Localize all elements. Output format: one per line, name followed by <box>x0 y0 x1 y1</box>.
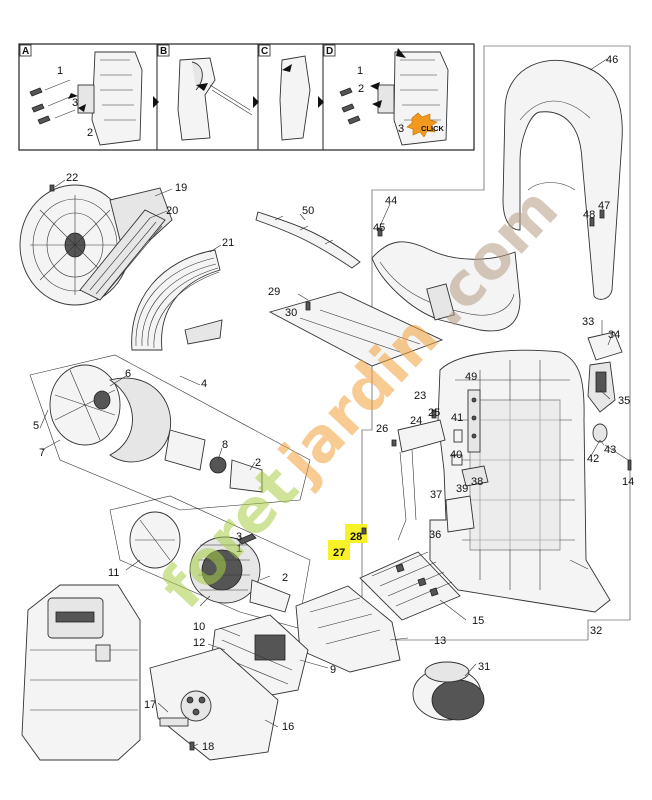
step-d-callout-3: 3 <box>398 123 404 135</box>
label-23: 23 <box>414 390 426 402</box>
step-d-callout-2: 2 <box>358 83 364 95</box>
step-arrow-icon <box>253 96 259 108</box>
label-36: 36 <box>429 529 441 541</box>
step-panel-c: C <box>258 44 324 141</box>
step-letter-d: D <box>326 46 333 57</box>
part-21-intake-grill <box>131 249 223 351</box>
part-23-24-switch <box>391 409 446 541</box>
label-50: 50 <box>302 205 314 217</box>
label-35: 35 <box>618 395 630 407</box>
part-46-backrest <box>502 59 623 300</box>
part-4-impeller-group <box>29 354 311 511</box>
part-20-louver <box>79 209 166 301</box>
label-19: 19 <box>175 182 187 194</box>
label-24: 24 <box>410 415 422 427</box>
label-1: 1 <box>236 543 242 555</box>
label-46: 46 <box>606 54 618 66</box>
highlight-box-28 <box>345 524 367 543</box>
label-27: 27 <box>333 547 345 559</box>
part-number-labels: 1 2 2 3 4 5 6 7 8 9 10 11 12 13 14 15 16… <box>33 54 634 753</box>
label-22: 22 <box>66 172 78 184</box>
label-29: 29 <box>268 286 280 298</box>
label-11: 11 <box>108 567 119 579</box>
step-letter-a: A <box>22 46 29 57</box>
leader-lines <box>39 58 629 747</box>
label-26: 26 <box>376 423 388 435</box>
step-a-callout-3: 3 <box>72 97 78 109</box>
step-arrow-icon <box>318 96 324 108</box>
label-43: 43 <box>604 444 616 456</box>
part-49-41-40-set <box>451 389 481 466</box>
label-49: 49 <box>465 371 477 383</box>
label-45: 45 <box>373 222 385 234</box>
label-17: 17 <box>144 699 156 711</box>
label-4: 4 <box>201 378 207 390</box>
label-12: 12 <box>193 637 205 649</box>
label-6: 6 <box>125 368 131 380</box>
label-10: 10 <box>193 621 205 633</box>
label-38: 38 <box>471 476 483 488</box>
frame-assembly-outline <box>361 45 631 641</box>
highlight-27-28 <box>328 524 367 560</box>
label-5: 5 <box>33 420 39 432</box>
step-d-callout-1: 1 <box>357 65 363 77</box>
part-29-plate <box>268 291 444 367</box>
label-42: 42 <box>587 453 599 465</box>
step-a-callout-1: 1 <box>57 65 63 77</box>
label-30: 30 <box>285 307 297 319</box>
part-15-control-board <box>359 551 461 621</box>
step-panel-a: A 1 3 2 <box>19 44 159 146</box>
label-32: 32 <box>590 625 602 637</box>
label-31: 31 <box>478 661 490 673</box>
label-48: 48 <box>583 209 595 221</box>
step-a-callout-2: 2 <box>87 127 93 139</box>
label-15: 15 <box>472 615 484 627</box>
part-45-screw <box>377 227 383 237</box>
step-arrow-icon <box>153 96 159 108</box>
label-37: 37 <box>430 489 442 501</box>
label-2-upper: 2 <box>255 457 261 469</box>
label-20: 20 <box>166 205 178 217</box>
label-33: 33 <box>582 316 594 328</box>
label-47: 47 <box>598 200 610 212</box>
part-32-frame <box>429 349 611 613</box>
label-9: 9 <box>330 664 336 676</box>
label-44: 44 <box>385 195 397 207</box>
part-1-motor <box>189 533 291 613</box>
click-badge-label: CLICK <box>421 124 444 133</box>
battery-pack <box>21 584 141 761</box>
part-50-strap <box>255 211 361 269</box>
label-2-lower: 2 <box>282 572 288 584</box>
assembly-steps-strip: A 1 3 2 B C <box>18 43 475 151</box>
label-41: 41 <box>451 412 463 424</box>
part-36-39-bracket <box>445 465 489 533</box>
part-44-waist-belt <box>371 241 521 332</box>
label-25: 25 <box>428 407 440 419</box>
label-40: 40 <box>450 449 462 461</box>
step-panel-b: B <box>157 44 259 141</box>
label-14: 14 <box>622 476 634 488</box>
label-34: 34 <box>608 329 620 341</box>
highlight-box-27 <box>328 540 350 560</box>
part-33-35-buckle-set <box>587 331 623 443</box>
part-14-screw <box>627 459 632 471</box>
label-8: 8 <box>222 439 228 451</box>
label-7: 7 <box>39 447 45 459</box>
label-18: 18 <box>202 741 214 753</box>
step-letter-b: B <box>160 46 167 57</box>
label-3: 3 <box>236 531 242 543</box>
step-letter-c: C <box>261 46 268 57</box>
label-28: 28 <box>350 531 362 543</box>
part-47-48-screws <box>589 209 605 227</box>
label-39: 39 <box>456 483 468 495</box>
label-13: 13 <box>434 635 446 647</box>
click-badge-icon <box>406 112 438 138</box>
label-21: 21 <box>222 237 234 249</box>
step-panel-d: D 1 2 3 CLICK <box>323 44 449 146</box>
part-31-canister <box>412 661 485 721</box>
label-16: 16 <box>282 721 294 733</box>
